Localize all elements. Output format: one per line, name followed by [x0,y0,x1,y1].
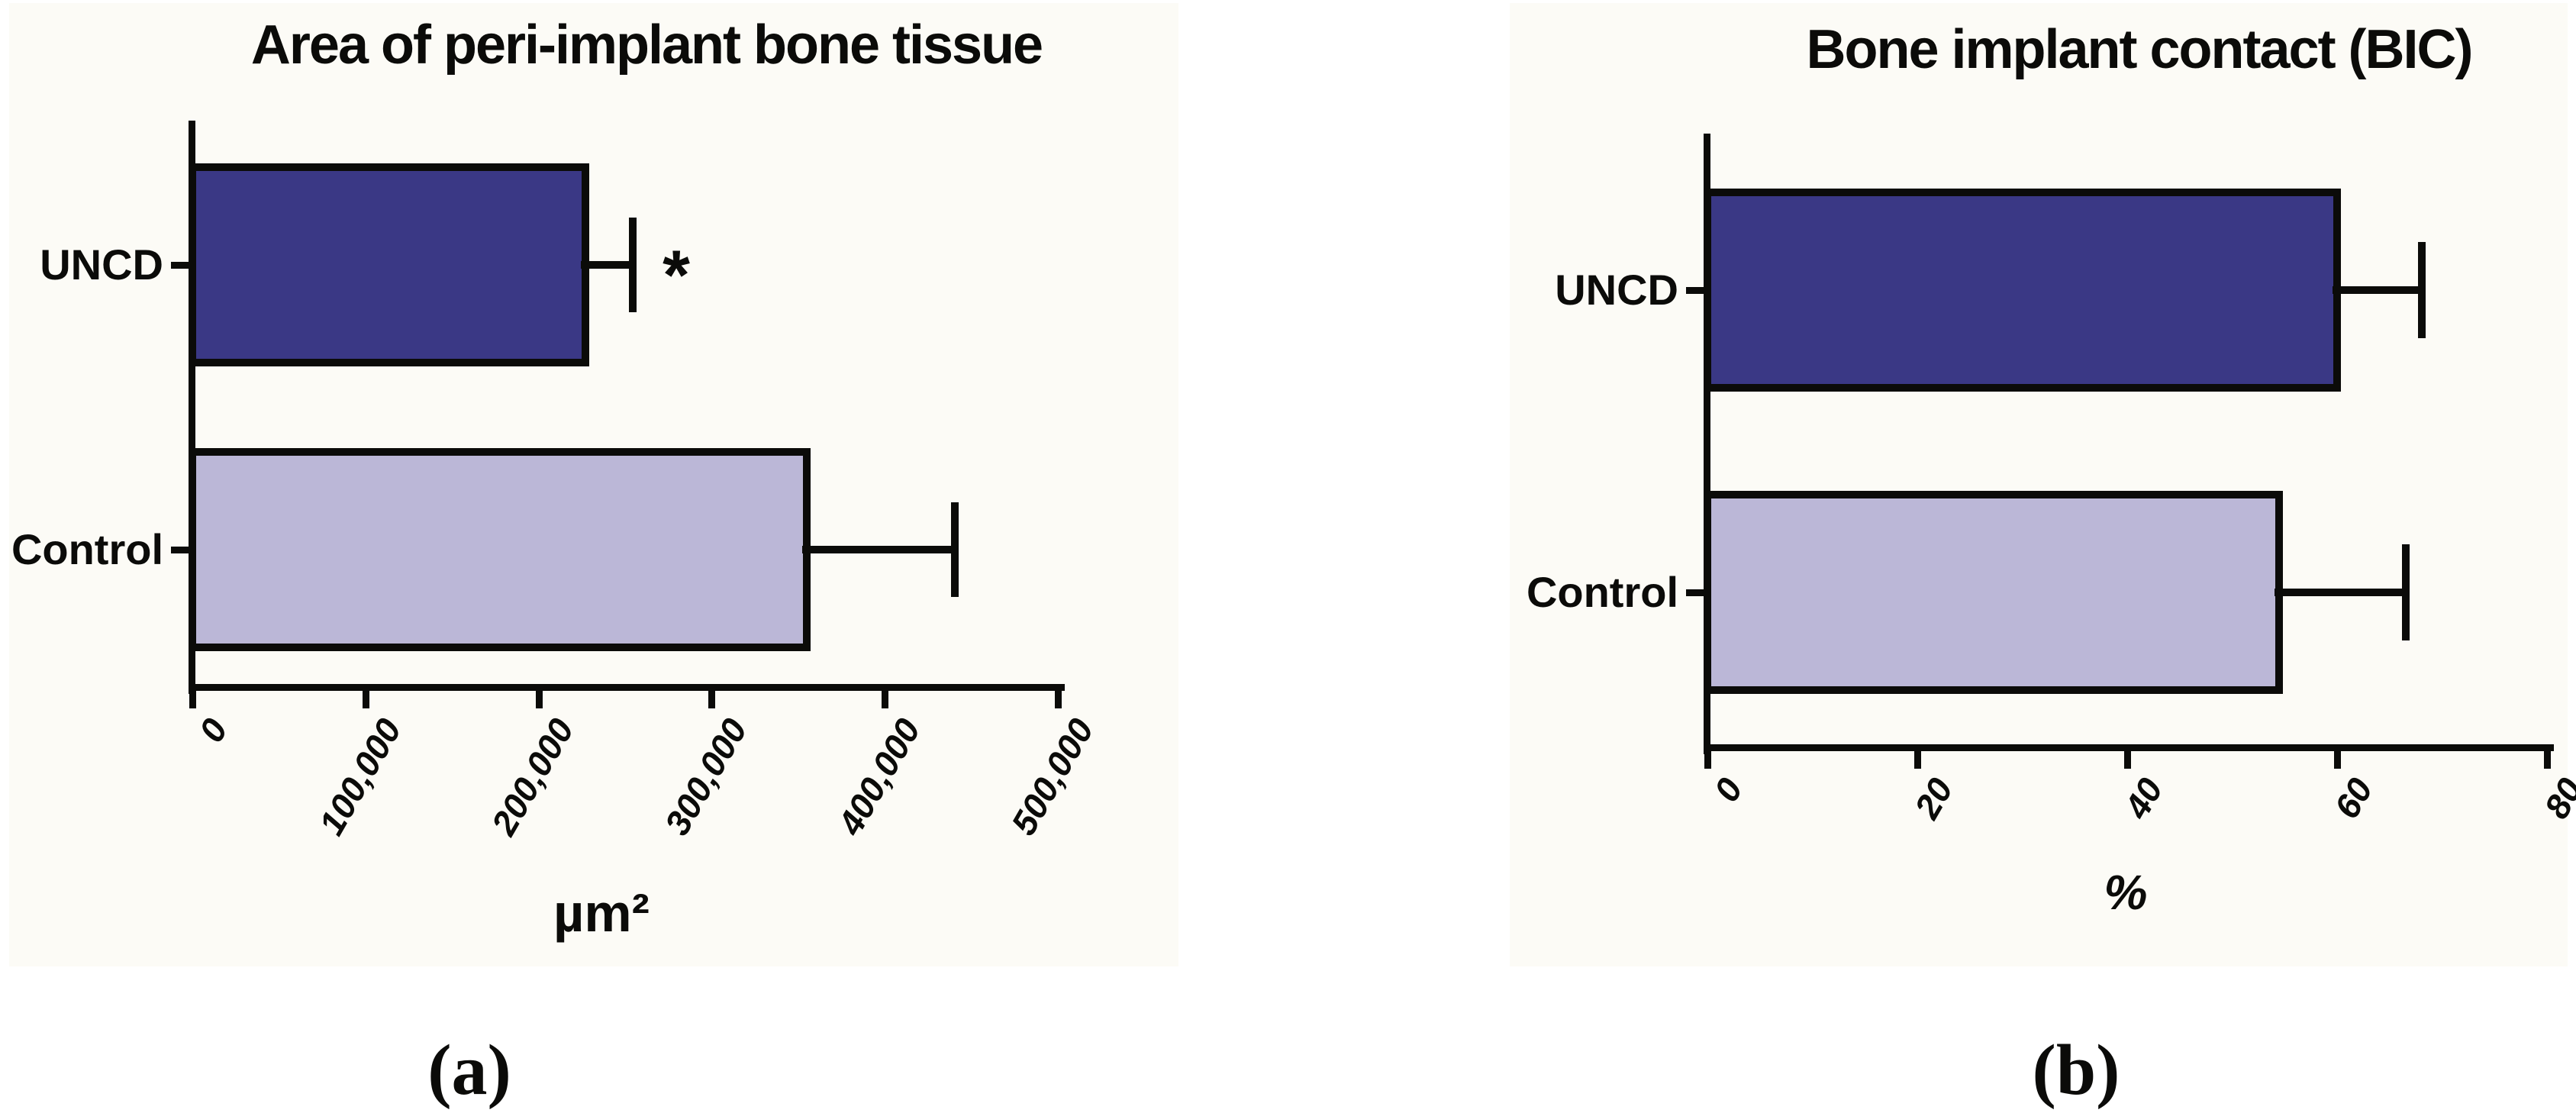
y-axis [189,121,195,694]
bar-uncd [1704,189,2341,392]
error-bar-cap [629,218,637,312]
x-axis-tick [1704,751,1711,769]
x-axis-tick [189,691,196,708]
error-bar-whisker [580,261,633,269]
x-axis-tick [1055,691,1062,708]
chart-b-x-axis-label: % [2104,865,2148,920]
category-tick [171,262,189,269]
x-axis-tick [2334,751,2341,769]
error-bar-cap [2418,242,2426,338]
x-axis-tick [1914,751,1921,769]
panel-b-background [1510,3,2568,966]
error-bar-whisker [2275,589,2406,596]
category-label-control: Control [11,525,163,573]
category-tick [1686,287,1704,294]
x-axis-tick [2124,751,2131,769]
chart-a-title: Area of peri-implant bone tissue [250,15,1043,76]
bar-control [1704,491,2284,694]
x-axis-tick [882,691,889,708]
category-label-uncd: UNCD [40,240,163,289]
x-axis-tick [362,691,369,708]
category-tick [171,547,189,553]
x-axis [1704,744,2554,751]
category-label-control: Control [1526,568,1678,616]
category-tick [1686,589,1704,596]
bar-uncd [189,163,589,366]
chart-b-title: Bone implant contact (BIC) [1806,19,2473,80]
x-axis-tick [535,691,543,708]
error-bar-cap [950,502,959,597]
x-axis [189,684,1065,691]
caption-a: (a) [427,1031,511,1110]
error-bar-whisker [2333,286,2421,294]
y-axis [1704,134,1710,754]
x-axis-tick [708,691,716,708]
caption-b: (b) [2032,1031,2120,1110]
error-bar-cap [2402,544,2410,640]
chart-a-x-axis-label: µm² [553,883,650,943]
bar-control [189,448,811,651]
significance-asterisk: * [663,237,690,315]
x-axis-tick [2544,751,2551,769]
error-bar-whisker [802,546,954,553]
category-label-uncd: UNCD [1555,266,1678,314]
